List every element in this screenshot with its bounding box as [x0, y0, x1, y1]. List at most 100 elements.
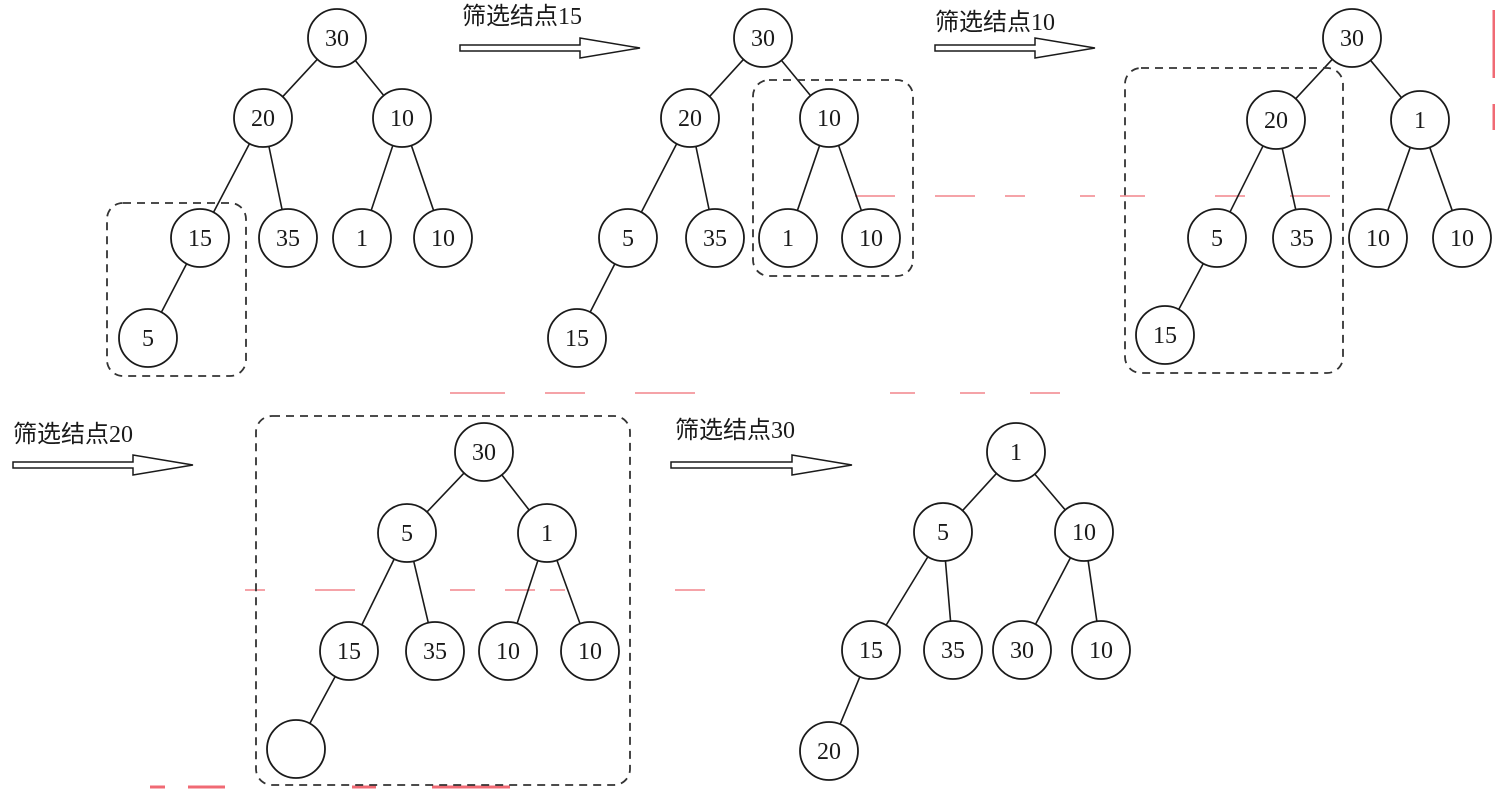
node-circle	[258, 208, 318, 268]
node-value: 35	[276, 226, 300, 252]
tree-node: 30	[1322, 8, 1382, 68]
node-circle	[685, 208, 745, 268]
tree-edge	[556, 559, 581, 625]
node-circle	[547, 308, 607, 368]
step-label: 筛选结点15	[462, 3, 582, 30]
node-circle	[758, 208, 818, 268]
step-label: 筛选结点30	[675, 417, 795, 444]
tree-edge	[944, 560, 952, 622]
tree-node: 5	[1187, 208, 1247, 268]
node-circle	[454, 422, 514, 482]
tree-edge	[780, 59, 812, 97]
node-circle	[841, 620, 901, 680]
tree-edge	[837, 145, 863, 211]
node-circle	[1246, 90, 1306, 150]
tree-node: 5	[913, 502, 973, 562]
node-circle	[377, 503, 437, 563]
tree-edge	[516, 560, 539, 624]
tree-edge	[1087, 560, 1098, 622]
step-arrow-icon	[934, 37, 1096, 59]
tree-edge	[212, 143, 251, 213]
tree-edge	[501, 474, 530, 511]
node-value: 10	[578, 639, 602, 665]
tree-edge	[426, 472, 465, 513]
tree-node: 1	[332, 208, 392, 268]
node-circle	[992, 620, 1052, 680]
highlighted-subtree-box	[255, 415, 631, 786]
node-value: 20	[1264, 108, 1288, 134]
tree-node: 20	[799, 721, 859, 781]
tree-edge	[1295, 58, 1333, 100]
node-value: 20	[817, 739, 841, 765]
tree-node: 10	[413, 208, 473, 268]
tree-edge	[160, 263, 188, 313]
node-circle	[660, 88, 720, 148]
node-circle	[517, 503, 577, 563]
tree-node: 1	[758, 208, 818, 268]
tree-edge	[1034, 473, 1066, 511]
tree-edge	[1369, 59, 1403, 99]
tree-node: 20	[660, 88, 720, 148]
tree-edge	[282, 58, 318, 98]
tree-node: 35	[923, 620, 983, 680]
tree-node: 5	[598, 208, 658, 268]
tree-node: 15	[170, 208, 230, 268]
node-circle	[799, 88, 859, 148]
tree-edge	[370, 145, 394, 211]
tree-edge	[695, 146, 710, 210]
node-value: 30	[325, 26, 349, 52]
tree-node: 10	[841, 208, 901, 268]
tree-node: 15	[841, 620, 901, 680]
node-circle	[1432, 208, 1492, 268]
node-value: 30	[472, 440, 496, 466]
node-circle	[1135, 305, 1195, 365]
tree-edge	[412, 561, 430, 623]
node-circle	[1322, 8, 1382, 68]
highlighted-subtree-box	[752, 79, 914, 277]
node-value: 1	[1414, 108, 1426, 134]
node-circle	[307, 8, 367, 68]
node-circle	[913, 502, 973, 562]
node-value: 15	[188, 226, 212, 252]
node-value: 1	[782, 226, 794, 252]
tree-edge	[961, 472, 998, 512]
scan-artifacts	[150, 10, 1495, 789]
tree-node: 15	[319, 621, 379, 681]
node-circle	[118, 308, 178, 368]
node-value: 5	[142, 326, 154, 352]
node-circle	[733, 8, 793, 68]
step-label: 筛选结点20	[13, 421, 133, 448]
tree-node: 15	[1135, 305, 1195, 365]
node-circle	[372, 88, 432, 148]
node-circle	[1348, 208, 1408, 268]
node-value: 5	[937, 520, 949, 546]
highlighted-subtree-box	[1124, 67, 1344, 374]
node-value: 10	[1366, 226, 1390, 252]
node-value: 10	[390, 106, 414, 132]
tree-edge	[1281, 148, 1297, 210]
highlighted-subtree-box	[106, 202, 247, 377]
tree-edge	[268, 146, 283, 210]
tree-node: 35	[405, 621, 465, 681]
tree-node: 1	[1390, 90, 1450, 150]
node-value: 35	[423, 639, 447, 665]
tree-edge	[1177, 263, 1205, 310]
tree-node	[266, 719, 326, 779]
node-value: 10	[859, 226, 883, 252]
tree-node: 35	[258, 208, 318, 268]
tree-edge	[1034, 557, 1072, 625]
node-value: 10	[1072, 520, 1096, 546]
tree-node: 10	[560, 621, 620, 681]
node-value: 35	[1290, 226, 1314, 252]
tree-edge	[796, 145, 821, 211]
tree-node: 30	[992, 620, 1052, 680]
node-circle	[478, 621, 538, 681]
